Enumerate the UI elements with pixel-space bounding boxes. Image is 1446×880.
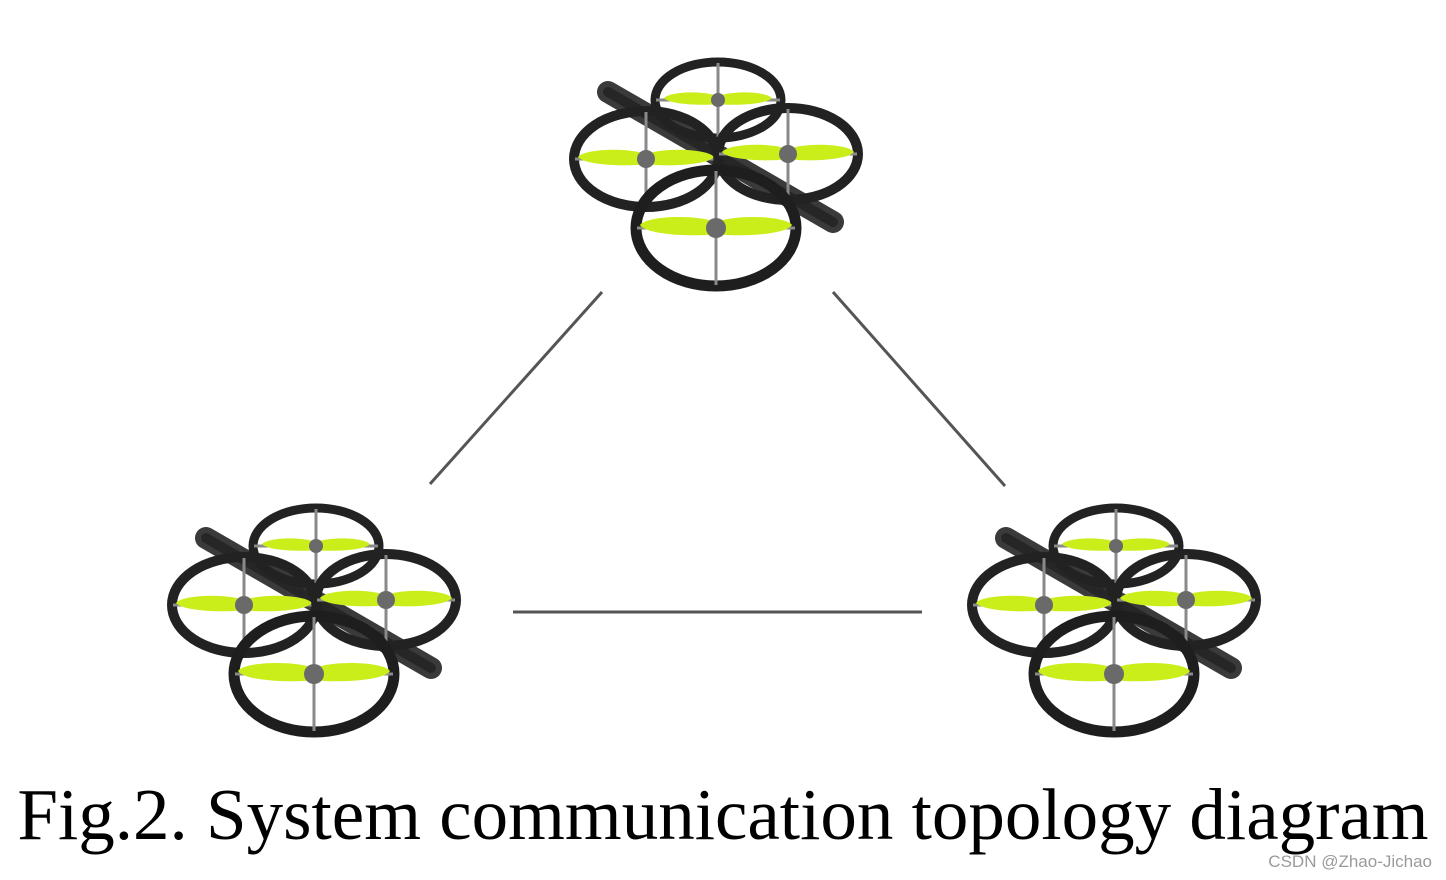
link-top-bottom-right xyxy=(831,291,1007,487)
topology-diagram xyxy=(0,0,1446,770)
drone-bottom-left xyxy=(172,508,456,732)
figure-caption: Fig.2. System communication topology dia… xyxy=(17,774,1429,855)
quadcopter-drone-icon xyxy=(972,508,1256,732)
drone-bottom-right xyxy=(972,508,1256,732)
quadcopter-drone-icon xyxy=(172,508,456,732)
quadcopter-drone-icon xyxy=(574,62,858,286)
watermark: CSDN @Zhao-Jichao xyxy=(1268,852,1432,871)
drone-top xyxy=(574,62,858,286)
link-top-bottom-left xyxy=(428,290,604,486)
